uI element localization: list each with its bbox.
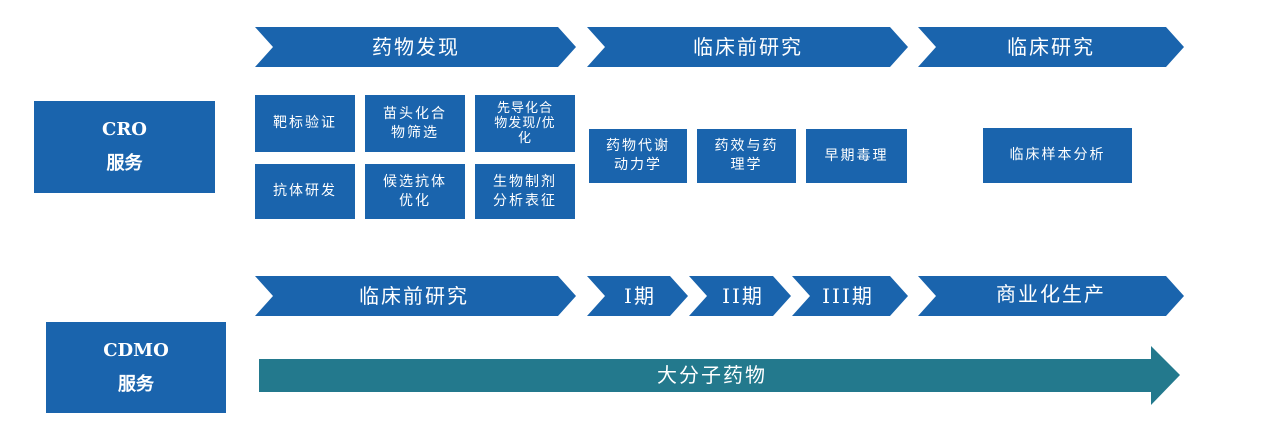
cdmo-stage-label-phase1: I期 bbox=[624, 284, 656, 308]
cdmo-label-line1: CDMO bbox=[103, 339, 169, 361]
cdmo-label-line2: 服务 bbox=[118, 373, 154, 395]
cro-item-hit-screening: 苗头化合物筛选 bbox=[365, 95, 465, 152]
cro-item-pk: 药物代谢动力学 bbox=[589, 129, 687, 183]
cro-stage-chevron-clinical bbox=[918, 27, 1184, 67]
cdmo-stage-label-commercial: 商业化生产 bbox=[996, 282, 1106, 306]
cro-stage-label-preclinical: 临床前研究 bbox=[693, 35, 803, 59]
cdmo-stage-chevron-commercial bbox=[918, 276, 1184, 316]
large-molecule-arrow bbox=[259, 346, 1180, 405]
cdmo-service-label: CDMO 服务 bbox=[46, 322, 226, 413]
large-molecule-arrow-label: 大分子药物 bbox=[657, 363, 767, 387]
cro-item-clinical-sample-analysis: 临床样本分析 bbox=[983, 128, 1132, 183]
cro-item-early-toxicology: 早期毒理 bbox=[806, 129, 907, 183]
cdmo-stage-label-phase2: II期 bbox=[722, 284, 764, 308]
cdmo-stage-chevron-phase3 bbox=[792, 276, 908, 316]
cro-label-line1: CRO bbox=[102, 119, 147, 140]
cdmo-stage-chevron-phase2 bbox=[689, 276, 791, 316]
cro-stage-label-discovery: 药物发现 bbox=[372, 35, 460, 59]
cro-item-lead-optimization: 先导化合物发现/优化 bbox=[475, 95, 575, 152]
cro-item-biologics-characterization: 生物制剂分析表征 bbox=[475, 164, 575, 219]
cro-stage-chevron-preclinical bbox=[587, 27, 908, 67]
cdmo-stage-label-phase3: III期 bbox=[822, 284, 874, 308]
cro-item-antibody-development: 抗体研发 bbox=[255, 164, 355, 219]
cdmo-stage-label-preclinical: 临床前研究 bbox=[359, 284, 469, 308]
cro-label-line2: 服务 bbox=[106, 153, 143, 174]
cro-service-label: CRO 服务 bbox=[34, 101, 215, 193]
cro-item-target-validation: 靶标验证 bbox=[255, 95, 355, 152]
cro-item-pharmacology: 药效与药理学 bbox=[697, 129, 796, 183]
cro-stage-label-clinical: 临床研究 bbox=[1007, 35, 1095, 59]
cro-item-candidate-antibody: 候选抗体优化 bbox=[365, 164, 465, 219]
cro-stage-chevron-discovery bbox=[255, 27, 576, 67]
cdmo-stage-chevron-phase1 bbox=[587, 276, 688, 316]
cdmo-stage-chevron-preclinical bbox=[255, 276, 576, 316]
